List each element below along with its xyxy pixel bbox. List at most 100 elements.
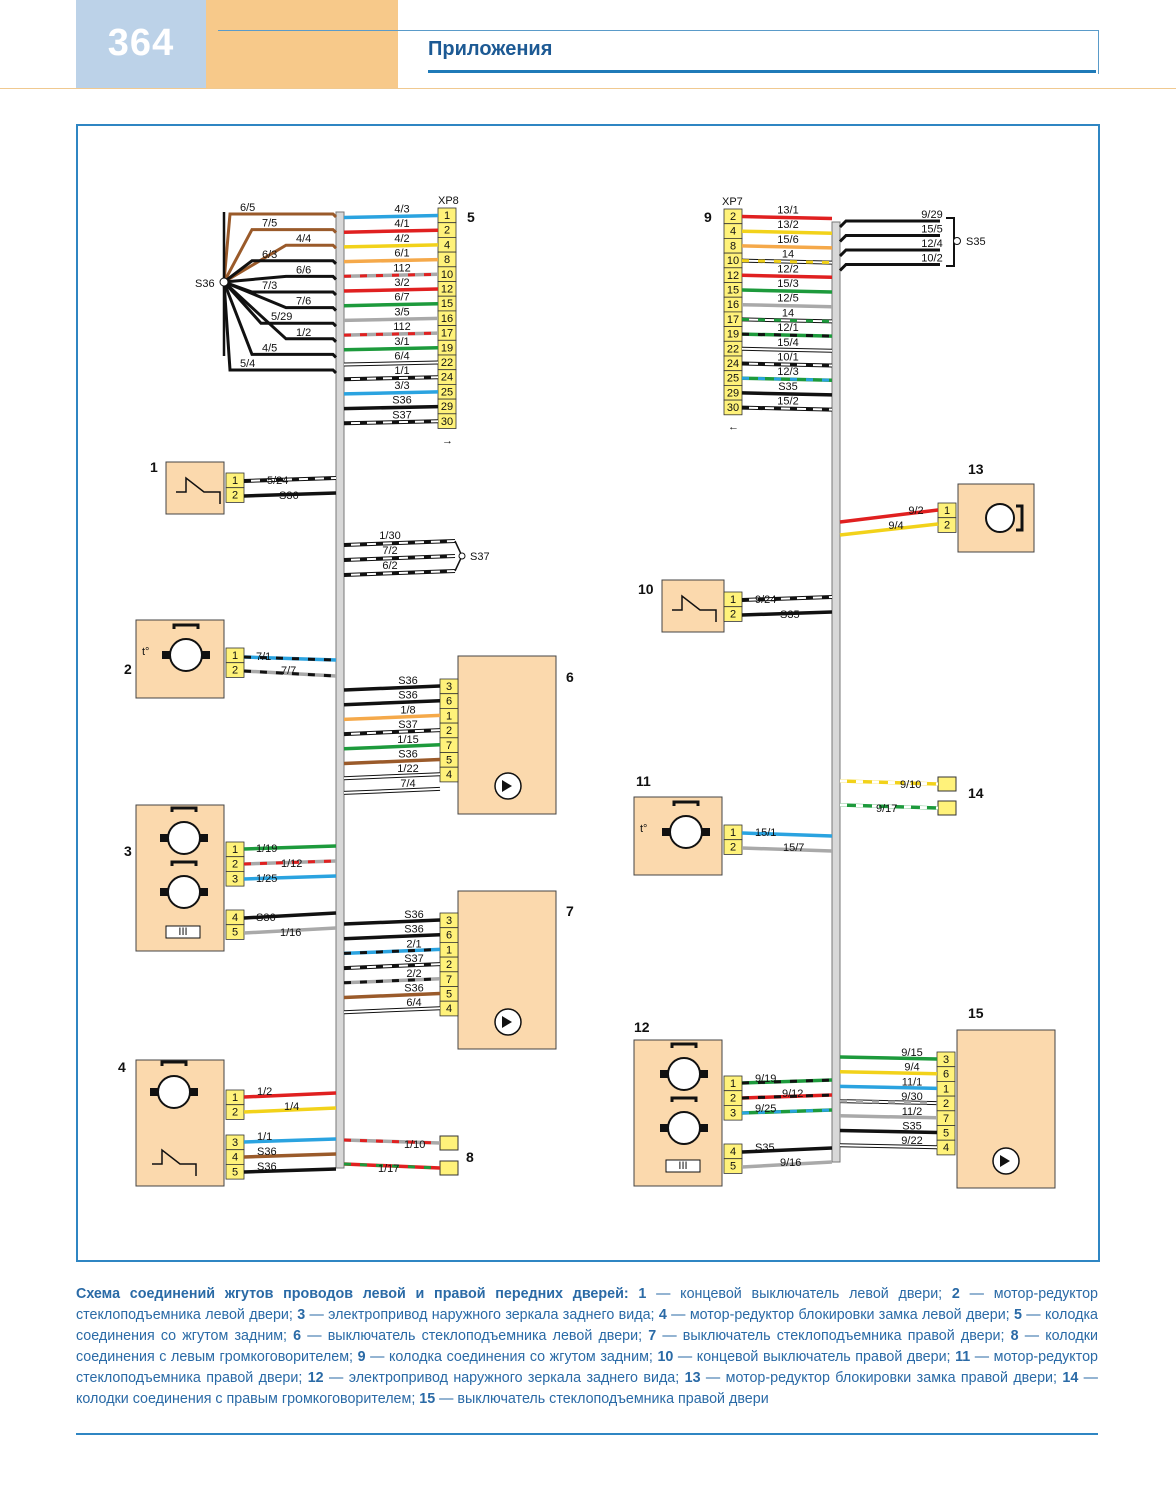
- comp2-wire: [243, 655, 337, 662]
- s36-fan-wire: [222, 281, 338, 375]
- xp7-wire-label: S35: [778, 381, 798, 393]
- comp3-heater-mark: III: [178, 926, 187, 938]
- comp6-wire-label: 7/4: [400, 778, 415, 790]
- comp4-wire-label: 1/2: [257, 1086, 272, 1098]
- xp7-wire-core: [741, 362, 833, 367]
- xp8-wire-label: 112: [393, 321, 411, 333]
- s37-label: 1/30: [379, 530, 400, 542]
- comp10-box: [661, 579, 725, 633]
- comp3-number: 3: [124, 843, 132, 859]
- comp4-switch-symbol: [152, 1148, 197, 1176]
- caption-title: Схема соединений жгутов проводов левой и…: [76, 1286, 639, 1302]
- s35-top-label: 15/5: [921, 224, 942, 236]
- section-title: Приложения: [428, 38, 553, 60]
- comp2-number: 2: [124, 661, 132, 677]
- comp14-pin: [937, 776, 957, 792]
- xp8-pin-label: 16: [441, 313, 453, 325]
- comp15-pin-label: 1: [943, 1083, 949, 1095]
- comp12-b-pin-label: 4: [730, 1146, 736, 1158]
- xp8-wire: [343, 213, 439, 220]
- xp7-pin-label: 2: [730, 211, 736, 223]
- comp15-pin-label: 4: [943, 1142, 949, 1154]
- comp15-wire: [839, 1128, 938, 1135]
- comp13-number: 13: [968, 461, 984, 477]
- caption-item-number: 15: [419, 1391, 436, 1407]
- caption-item-number: 1: [638, 1286, 647, 1302]
- s36-fan-label: 1/2: [296, 327, 311, 339]
- comp3-wire-label: 1/19: [256, 843, 277, 855]
- comp12-motor-2: [667, 1111, 701, 1145]
- comp14-wire-stripe: [839, 803, 939, 810]
- comp10-wire: [741, 610, 833, 617]
- caption-item-number: 5: [1014, 1307, 1022, 1323]
- comp1-pin-label: 1: [232, 475, 238, 487]
- xp8-pin-label: 2: [444, 225, 450, 237]
- xp7-wire-label: 13/1: [777, 205, 798, 217]
- comp13-motor: [985, 503, 1015, 533]
- xp7-pin-label: 25: [727, 373, 739, 385]
- comp6-led-diode: [502, 780, 512, 792]
- comp12-a-pin-label: 1: [730, 1078, 736, 1090]
- xp7-pin-label: 30: [727, 402, 739, 414]
- caption-item-text: — мотор-редуктор стеклоподъемника левой …: [76, 1286, 1099, 1323]
- comp7-wire-stripe: [343, 977, 441, 985]
- comp3-a-pin-label: 1: [232, 844, 238, 856]
- xp8-wire: [343, 287, 439, 293]
- comp3-a-pin-label: 2: [232, 859, 238, 871]
- comp8-wire-label: 1/10: [404, 1139, 425, 1151]
- comp15-wire-stripe: [839, 1099, 938, 1105]
- xp8-wire-core: [343, 420, 439, 425]
- comp1-number: 1: [150, 459, 158, 475]
- xp8-wire-label: 4/1: [394, 218, 409, 230]
- comp7-wire: [343, 932, 441, 941]
- s36-fan-label: 7/6: [296, 296, 311, 308]
- comp7-pin-label: 1: [446, 944, 452, 956]
- caption-item-text: — электропривод наружного зеркала заднег…: [305, 1307, 659, 1323]
- comp10-wire-label: 9/24: [755, 594, 776, 606]
- caption-item-number: 9: [357, 1349, 366, 1365]
- comp13-pin-label: 2: [944, 520, 950, 532]
- xp7-wire-label: 15/3: [777, 278, 798, 290]
- comp12-wire: [741, 1078, 833, 1085]
- comp1-wire-label: S36: [279, 490, 299, 502]
- s36-fan-label: 6/5: [240, 202, 255, 214]
- comp2-temp-label: t°: [142, 646, 149, 658]
- comp1-pin-label: 2: [232, 490, 238, 502]
- caption-item-number: 11: [955, 1349, 971, 1365]
- comp2-wire-label: 7/1: [256, 651, 271, 663]
- xp7-wire-label: 12/5: [777, 293, 798, 305]
- comp14-pin: [937, 800, 957, 816]
- xp8-wire: [343, 331, 439, 337]
- comp15-wire-label: 9/4: [904, 1062, 919, 1074]
- comp7-number: 7: [566, 903, 574, 919]
- xp8-wire-core: [343, 376, 439, 381]
- comp12-wire-label: S35: [755, 1142, 775, 1154]
- comp12-wire: [741, 1146, 833, 1154]
- comp6-wire: [343, 713, 441, 722]
- caption-item-number: 10: [657, 1349, 674, 1365]
- s36-node: [219, 277, 229, 287]
- comp13-bracket: [1016, 504, 1024, 532]
- xp8-wire-label: 3/1: [394, 336, 409, 348]
- s35-top-node-label: S35: [966, 236, 986, 248]
- comp15-wire-label: S35: [902, 1121, 922, 1133]
- comp12-wire: [741, 1093, 833, 1100]
- comp6-pin-label: 7: [446, 740, 452, 752]
- comp10-wire-core: [741, 596, 833, 601]
- s35-top-wire: [838, 234, 940, 243]
- comp3-motor-1-brush-left: [160, 834, 168, 842]
- header-bottom-line: [0, 88, 1176, 89]
- comp3-motor-1: [167, 821, 201, 855]
- comp15-pin-label: 2: [943, 1098, 949, 1110]
- s36-fan-wire: [222, 281, 338, 359]
- comp11-motor: [669, 815, 703, 849]
- xp7-wire: [741, 273, 833, 280]
- s36-fan-wire: [222, 280, 338, 328]
- comp15-pin-label: 3: [943, 1054, 949, 1066]
- caption-item-text: — колодки соединения с левым громкоговор…: [76, 1328, 1098, 1365]
- xp7-wire-core: [741, 406, 833, 411]
- s36-fan-wire: [222, 280, 338, 343]
- comp15-wire-label: 9/22: [901, 1135, 922, 1147]
- xp7-wire-label: 12/2: [777, 263, 798, 275]
- s36-fan-wire: [223, 243, 338, 284]
